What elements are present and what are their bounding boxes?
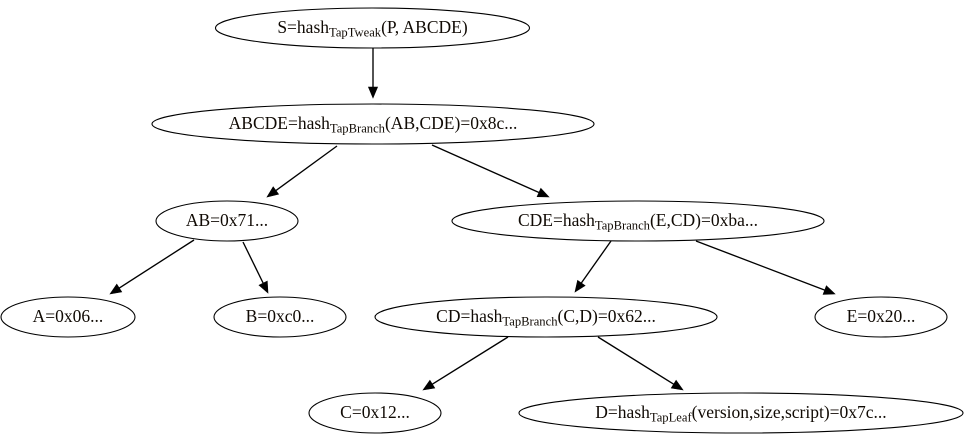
node-shape[interactable] xyxy=(308,392,442,434)
node-shape[interactable] xyxy=(155,200,299,242)
node-label: C=0x12... xyxy=(340,402,410,422)
arrowhead-icon xyxy=(822,285,836,295)
node-label: CDE=hashTapBranch(E,CD)=0xba... xyxy=(518,210,758,232)
node-label: S=hashTapTweak(P, ABCDE) xyxy=(277,17,467,39)
node-ab[interactable]: AB=0x71... xyxy=(155,200,299,242)
edges-layer xyxy=(109,48,836,391)
edge-line xyxy=(275,145,338,192)
arrowhead-icon xyxy=(258,280,269,294)
edge-ab-to-b xyxy=(242,241,269,294)
edge-abcde-to-cde xyxy=(431,144,550,198)
node-label: E=0x20... xyxy=(847,306,916,326)
arrowhead-icon xyxy=(574,279,586,293)
edge-ab-to-a xyxy=(109,239,195,295)
edge-cd-to-c xyxy=(422,336,509,391)
node-shape[interactable] xyxy=(374,296,718,338)
node-label: D=hashTapLeaf(version,size,script)=0x7c.… xyxy=(595,402,886,424)
node-d[interactable]: D=hashTapLeaf(version,size,script)=0x7c.… xyxy=(518,392,964,434)
edge-line xyxy=(118,239,195,289)
edge-cd-to-d xyxy=(597,336,684,391)
edge-s-to-abcde xyxy=(367,48,379,99)
node-shape[interactable] xyxy=(213,296,347,338)
node-e[interactable]: E=0x20... xyxy=(814,296,948,338)
arrowhead-icon xyxy=(266,186,280,198)
node-cde[interactable]: CDE=hashTapBranch(E,CD)=0xba... xyxy=(451,200,825,242)
edge-line xyxy=(597,336,675,385)
node-label: A=0x06... xyxy=(33,306,104,326)
node-a[interactable]: A=0x06... xyxy=(0,296,136,338)
node-shape[interactable] xyxy=(214,7,531,49)
node-b[interactable]: B=0xc0... xyxy=(213,296,347,338)
node-shape[interactable] xyxy=(0,296,136,338)
node-shape[interactable] xyxy=(518,392,964,434)
arrowhead-icon xyxy=(670,379,684,391)
edge-cde-to-e xyxy=(695,240,836,295)
node-label: B=0xc0... xyxy=(246,306,315,326)
node-label: AB=0x71... xyxy=(186,210,268,230)
node-label: CD=hashTapBranch(C,D)=0x62... xyxy=(436,306,656,328)
node-cd[interactable]: CD=hashTapBranch(C,D)=0x62... xyxy=(374,296,718,338)
arrowhead-icon xyxy=(536,187,550,198)
edge-line xyxy=(242,241,264,284)
edge-cde-to-cd xyxy=(574,240,612,293)
edge-abcde-to-ab xyxy=(266,145,338,198)
arrowhead-icon xyxy=(422,379,436,391)
node-shape[interactable] xyxy=(151,103,595,145)
edge-line xyxy=(431,144,540,194)
node-c[interactable]: C=0x12... xyxy=(308,392,442,434)
nodes-layer: S=hashTapTweak(P, ABCDE) ABCDE=hashTapBra… xyxy=(0,7,964,434)
edge-line xyxy=(695,240,825,291)
node-label: ABCDE=hashTapBranch(AB,CDE)=0x8c... xyxy=(229,113,518,135)
arrowhead-icon xyxy=(109,283,123,295)
node-shape[interactable] xyxy=(814,296,948,338)
edge-line xyxy=(580,240,612,284)
arrowhead-icon xyxy=(367,86,379,99)
edge-line xyxy=(431,336,509,385)
node-s[interactable]: S=hashTapTweak(P, ABCDE) xyxy=(214,7,531,49)
node-shape[interactable] xyxy=(451,200,825,242)
node-abcde[interactable]: ABCDE=hashTapBranch(AB,CDE)=0x8c... xyxy=(151,103,595,145)
